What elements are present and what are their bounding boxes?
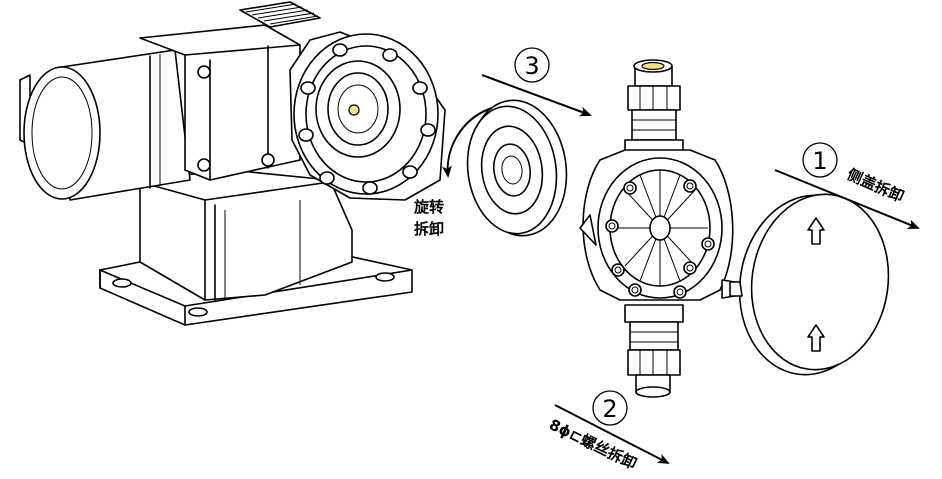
- pump-motor-assembly: [19, 1, 446, 326]
- step-2-arrow: [554, 404, 670, 464]
- cooling-fins: [239, 1, 321, 28]
- pump-flange: [289, 31, 446, 201]
- top-valve-fitting: [624, 59, 684, 156]
- up-arrow-icon: [807, 217, 825, 245]
- rotate-arrow-icon: [441, 107, 493, 178]
- step-1-number: 1: [812, 147, 827, 175]
- step-1-label: 侧盖拆卸: [844, 165, 906, 206]
- rotate-label-line1: 旋转: [413, 198, 444, 216]
- pump-head: [579, 59, 736, 398]
- step-3-circle: [514, 47, 550, 83]
- step-2-number: 2: [602, 395, 617, 423]
- gearbox: [139, 1, 321, 181]
- head-ribs: [612, 170, 708, 286]
- step-2-circle: [592, 390, 628, 426]
- flange-bolt-holes: [298, 43, 436, 195]
- step-3-arrow: [481, 74, 592, 117]
- pump-base: [99, 169, 413, 326]
- rotate-label-line2: 拆卸: [414, 220, 444, 238]
- head-bolts: [605, 179, 715, 299]
- bottom-valve-fitting: [624, 304, 684, 398]
- side-cover: [729, 193, 890, 376]
- diaphragm: [466, 99, 568, 237]
- shaft-center: [348, 104, 360, 116]
- step-3-number: 3: [524, 52, 539, 80]
- motor-body: [19, 49, 191, 201]
- step-1-circle: [802, 142, 838, 178]
- up-arrow-icon: [807, 324, 825, 352]
- step-1-arrow: [774, 169, 920, 229]
